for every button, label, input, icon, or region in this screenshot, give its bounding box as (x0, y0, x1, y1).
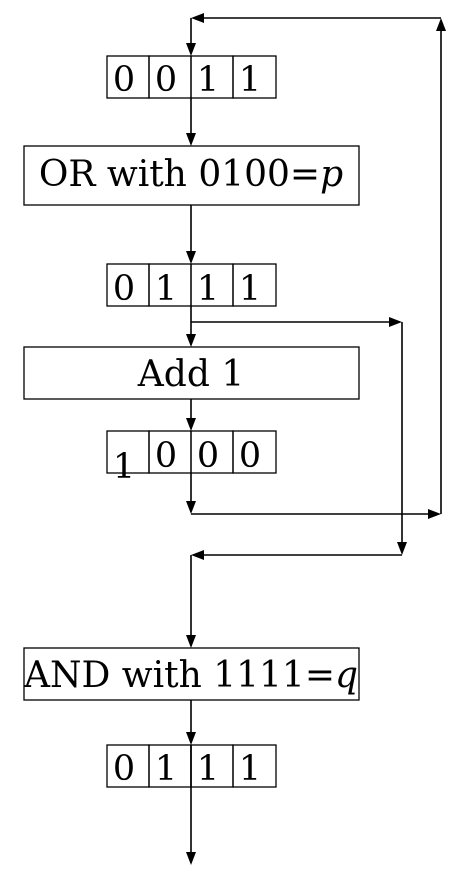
arrowhead-down-icon (186, 418, 196, 431)
register-3-bit-4: 0 (239, 436, 261, 476)
operation-add-text: Add 1 (137, 354, 244, 395)
arrowhead-down-icon (186, 635, 196, 648)
arrowhead-down-icon (186, 251, 196, 264)
register-3-bit-2: 0 (155, 436, 177, 476)
register-2-cell-4 (232, 263, 277, 307)
arrowhead-left-icon (191, 13, 204, 23)
register-1-bit-3: 1 (197, 60, 219, 100)
arrowhead-right-icon (428, 509, 441, 519)
arrowhead-down-icon (186, 334, 196, 347)
register-4-cell-4 (232, 744, 277, 788)
register-1-cell-4 (232, 55, 277, 99)
register-4-bit-4: 1 (239, 749, 261, 789)
operation-and: AND with 1111=q (23, 647, 360, 701)
register-2-bit-3: 1 (197, 269, 219, 309)
operation-and-variable: q (335, 655, 358, 696)
arrowhead-down-icon (186, 852, 196, 865)
operation-or-label: OR with 0100=p (39, 154, 343, 195)
register-1-bit-2: 0 (155, 60, 177, 100)
register-2-bit-1: 0 (113, 269, 135, 309)
arrowhead-left-icon (191, 550, 204, 560)
register-1-bit-1: 0 (113, 60, 135, 100)
register-2: 0 1 1 1 (106, 263, 277, 309)
operation-or-text: OR with 0100= (39, 154, 320, 195)
operation-add-label: Add 1 (137, 354, 244, 395)
register-4-bit-1: 0 (113, 749, 135, 789)
register-3-cell-4 (232, 430, 277, 474)
arrowhead-down-icon (186, 133, 196, 146)
operation-and-label: AND with 1111=q (23, 655, 358, 696)
register-3: 1 0 0 0 (106, 430, 277, 487)
operation-or-variable: p (320, 154, 343, 195)
operation-and-text: AND with 1111= (23, 655, 335, 696)
arrowhead-right-icon (389, 317, 402, 327)
arrowhead-down-icon (186, 501, 196, 514)
arrowhead-down-icon (186, 732, 196, 745)
register-3-overflow-bit: 1 (113, 447, 135, 487)
operation-or: OR with 0100=p (23, 145, 360, 206)
arrowhead-down-icon (186, 43, 196, 56)
register-4-bit-2: 1 (155, 749, 177, 789)
register-4-bit-3: 1 (197, 749, 219, 789)
register-4: 0 1 1 1 (106, 744, 277, 789)
register-3-bit-3: 0 (197, 436, 219, 476)
register-2-bit-2: 1 (155, 269, 177, 309)
register-1: 0 0 1 1 (106, 55, 277, 100)
register-2-bit-4: 1 (239, 269, 261, 309)
arrowhead-up-icon (436, 18, 446, 31)
flow-arrows (186, 13, 446, 865)
operation-add: Add 1 (23, 346, 360, 400)
arrowhead-down-icon (397, 542, 407, 555)
register-1-bit-4: 1 (239, 60, 261, 100)
